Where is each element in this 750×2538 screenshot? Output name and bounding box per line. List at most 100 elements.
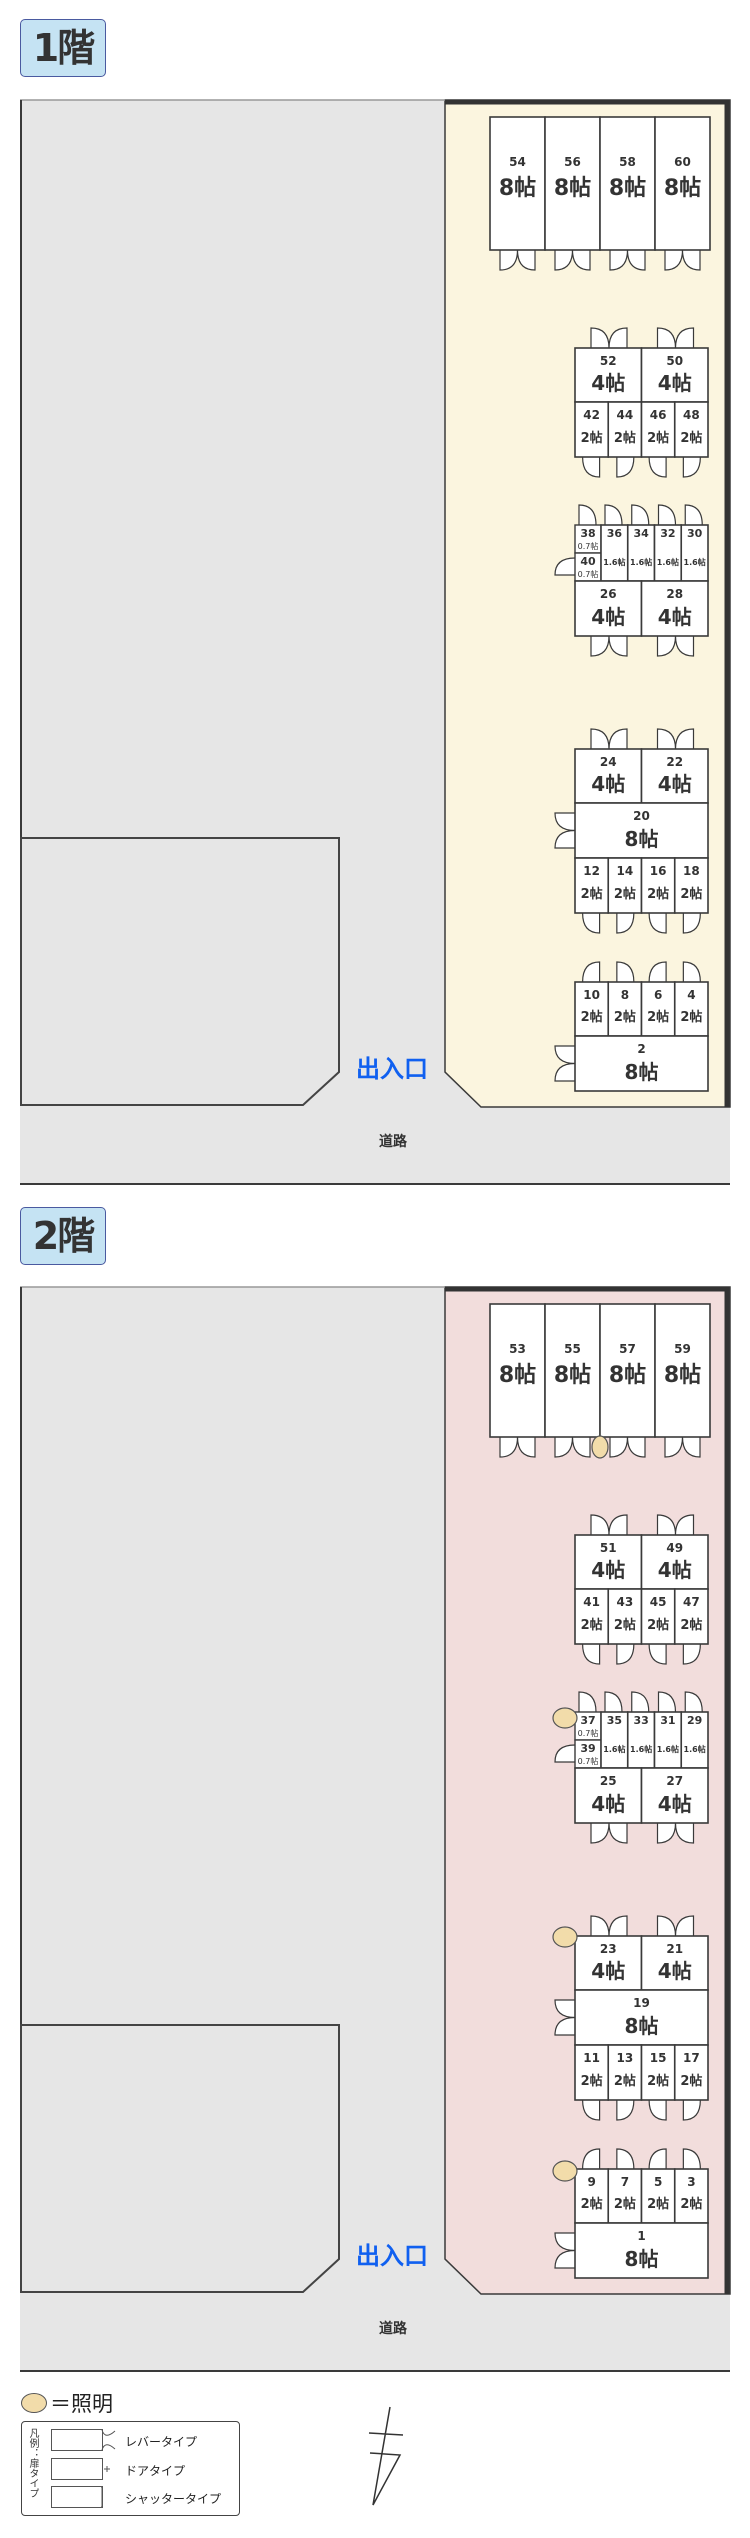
storage-unit[interactable]: 351.6帖 <box>600 1711 629 1769</box>
unit-number: 36 <box>607 527 623 540</box>
unit-box <box>673 981 709 1037</box>
unit-box <box>489 116 546 251</box>
storage-unit[interactable]: 82帖 <box>607 981 643 1037</box>
storage-unit[interactable]: 380.7帖 <box>574 524 602 554</box>
unit-number: 37 <box>580 1714 595 1727</box>
unit-size: 2帖 <box>647 2073 669 2089</box>
unit-size: 8帖 <box>499 176 536 201</box>
unit-size: 2帖 <box>614 430 636 446</box>
unit-box <box>654 1303 711 1438</box>
door-leaf-icon <box>682 1643 701 1665</box>
storage-unit[interactable]: 92帖 <box>574 2168 610 2224</box>
door-leaf-icon <box>674 728 695 750</box>
unit-number: 32 <box>660 527 675 540</box>
door-leaf-icon <box>616 456 635 478</box>
storage-unit[interactable]: 390.7帖 <box>574 1739 602 1769</box>
storage-unit[interactable]: 42帖 <box>673 981 709 1037</box>
unit-number: 8 <box>621 988 629 1002</box>
unit-number: 52 <box>600 354 617 368</box>
shutter-icon <box>101 2486 103 2508</box>
unit-size: 8帖 <box>664 176 701 201</box>
light-icon <box>552 1926 578 1948</box>
door-leaf-icon <box>582 456 601 478</box>
storage-unit[interactable]: 32帖 <box>673 2168 709 2224</box>
storage-unit[interactable]: 52帖 <box>640 2168 676 2224</box>
unit-box <box>673 401 709 458</box>
storage-unit[interactable]: 60 8帖 <box>654 116 711 251</box>
storage-unit[interactable]: 311.6帖 <box>653 1711 683 1769</box>
storage-unit[interactable]: 18帖 <box>574 2222 709 2279</box>
storage-unit[interactable]: 301.6帖 <box>680 524 709 582</box>
neighbor-building <box>20 837 340 1106</box>
unit-size: 0.7帖 <box>578 1756 599 1766</box>
unit-number: 2 <box>637 1042 645 1056</box>
storage-unit[interactable]: 72帖 <box>607 2168 643 2224</box>
storage-unit[interactable]: 341.6帖 <box>626 524 656 582</box>
unit-box <box>574 981 610 1037</box>
storage-unit[interactable]: 28帖 <box>574 1035 709 1092</box>
unit-number: 30 <box>687 527 703 540</box>
storage-unit[interactable]: 291.6帖 <box>680 1711 709 1769</box>
unit-number: 49 <box>666 1541 683 1555</box>
door-leaf-icon <box>626 1436 646 1458</box>
storage-unit[interactable]: 321.6帖 <box>653 524 683 582</box>
floor-1-badge: 1階 <box>20 19 106 77</box>
door-leaf-icon <box>608 1915 628 1937</box>
unit-box-icon <box>51 2458 103 2480</box>
storage-unit[interactable]: 331.6帖 <box>626 1711 656 1769</box>
unit-size: 2帖 <box>647 1009 669 1025</box>
yard-wall <box>445 1286 730 2294</box>
storage-unit[interactable]: 62帖 <box>640 981 676 1037</box>
unit-number: 60 <box>674 155 691 169</box>
door-leaf-icon <box>674 1822 695 1844</box>
unit-box <box>680 524 709 582</box>
door-leaf-icon <box>578 504 597 526</box>
door-leaf-icon <box>516 249 536 271</box>
unit-box <box>574 524 602 554</box>
storage-unit[interactable]: 370.7帖 <box>574 1711 602 1741</box>
road-label: 道路 <box>379 1133 408 1150</box>
unit-number: 39 <box>580 1742 595 1755</box>
storage-unit[interactable]: 361.6帖 <box>600 524 629 582</box>
storage-unit[interactable]: 400.7帖 <box>574 552 602 582</box>
unit-box <box>673 2044 709 2101</box>
